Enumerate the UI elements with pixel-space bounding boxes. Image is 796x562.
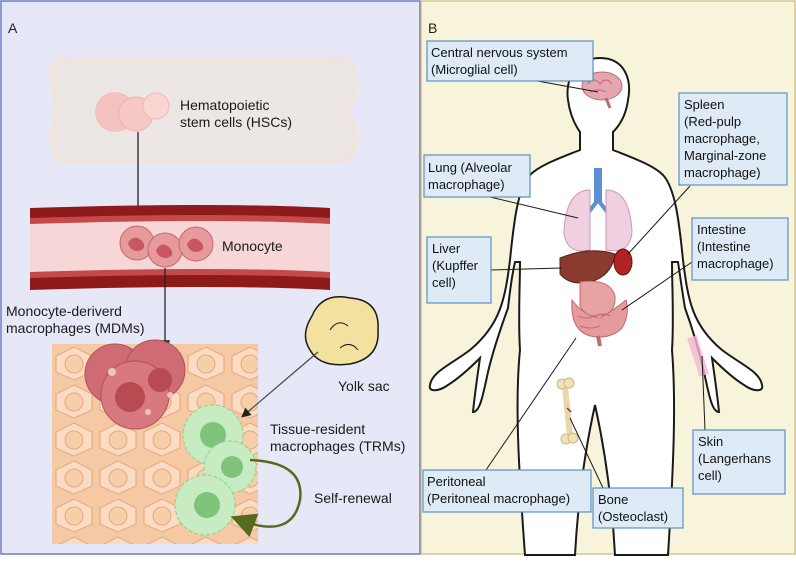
- yolk-sac-label: Yolk sac: [338, 378, 390, 394]
- blood-vessel-icon: [30, 205, 330, 290]
- yolk-sac-icon: [304, 296, 379, 366]
- svg-text:Skin (Langerhans: Skin (Langerhans cell): [698, 434, 775, 483]
- stomach-intestine-icon: [571, 280, 628, 347]
- monocyte-cells-icon: [119, 225, 214, 268]
- liver-icon: [559, 250, 616, 284]
- label-box-skin: Skin (Langerhans cell): [692, 429, 786, 495]
- hsc-cells-icon: [95, 92, 170, 132]
- panel-a: A Hematopoietic stem cells (HSCs): [0, 0, 421, 555]
- panel-b: B: [420, 0, 796, 556]
- bone-marrow-shape: [48, 56, 359, 164]
- label-box-liver: Liver (Kupffer cell): [426, 236, 492, 304]
- mdm-cells-icon: [84, 339, 186, 430]
- label-box-peritoneal: Peritoneal(Peritoneal macrophage): [422, 469, 592, 513]
- skin-patch-icon: [687, 335, 709, 377]
- hsc-label: Hematopoietic stem cells (HSCs): [180, 97, 292, 130]
- yolk-sac-to-trm-arrow: [241, 351, 319, 418]
- self-renewal-label: Self-renewal: [314, 490, 392, 506]
- svg-text:Liver (Kupffer: Liver (Kupffer cell): [432, 241, 482, 290]
- label-box-bone: Bone(Osteoclast): [592, 487, 684, 529]
- bone-icon: [556, 377, 579, 445]
- svg-text:Spleen (Red-pulp: Spleen (Red-pulp macrophage, Marginal-zo…: [684, 97, 770, 180]
- panel-b-letter: B: [428, 20, 437, 36]
- label-box-intestine: Intestine (Intestine macrophage): [691, 217, 789, 281]
- organ-leader-lines: [485, 79, 706, 489]
- svg-text:Intestine (Intestine: Intestine (Intestine macrophage): [697, 222, 774, 271]
- lungs-icon: [563, 168, 633, 252]
- trm-label: Tissue-resident macrophages (TRMs): [270, 421, 405, 454]
- label-box-spleen: Spleen (Red-pulp macrophage, Marginal-zo…: [678, 92, 788, 186]
- svg-text:Peritoneal(Peritoneal macropha: Peritoneal(Peritoneal macrophage): [427, 474, 570, 506]
- monocyte-label: Monocyte: [222, 238, 283, 254]
- self-renewal-arrow: [230, 458, 302, 538]
- trm-cells-icon: [174, 404, 257, 536]
- label-box-cns: Central nervous system(Microglial cell): [426, 40, 594, 82]
- mdm-label: Monocyte-deriverd macrophages (MDMs): [6, 303, 144, 336]
- svg-text:Bone(Osteoclast): Bone(Osteoclast): [598, 492, 668, 524]
- svg-text:Central nervous system(Microgl: Central nervous system(Microglial cell): [431, 45, 568, 77]
- yolk-sac-detail: [329, 322, 359, 351]
- spleen-icon: [613, 248, 633, 276]
- panel-a-letter: A: [8, 20, 18, 36]
